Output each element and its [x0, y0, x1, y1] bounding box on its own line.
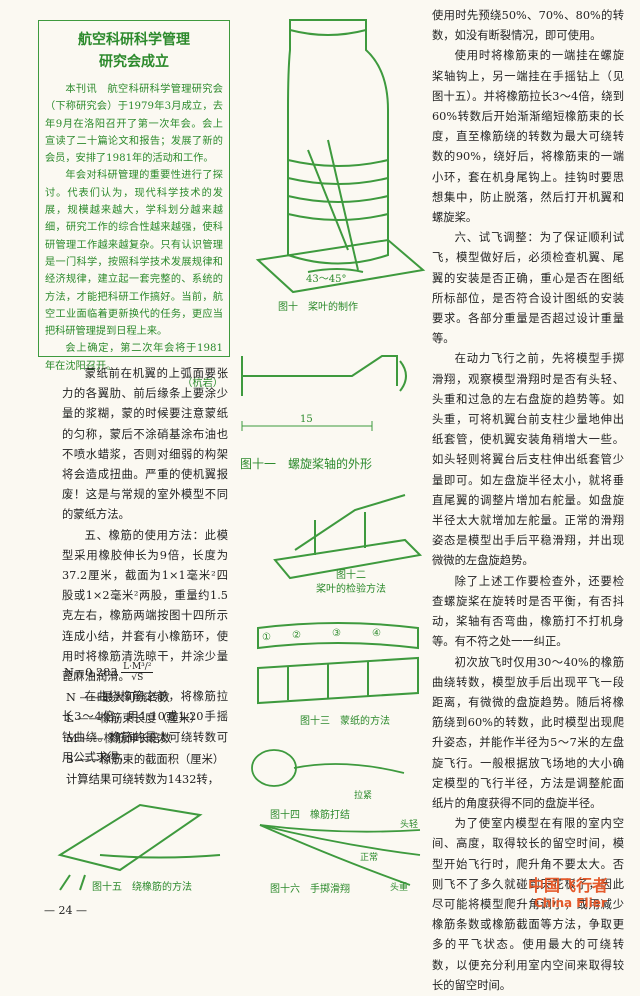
watermark-cn: 中国飞行者	[528, 876, 609, 895]
figure-10-blade-making: 43～45°	[255, 19, 426, 294]
def-n: N ——最大可绕转数	[66, 691, 170, 704]
fig11-dimension-ticks	[241, 421, 373, 431]
fig13-wing-frame	[257, 656, 419, 705]
page-number: — 24 —	[44, 904, 87, 917]
def-m: M ——橡筋伸长倍数	[66, 732, 172, 745]
fig13-label-1: ①	[262, 632, 271, 643]
fig10-rubber-bands	[287, 159, 389, 221]
left-column-text: 蒙纸前在机翼的上弧面要张力的各翼肋、前后缘条上要涂少量的浆糊，蒙的时候要注意蒙纸…	[62, 364, 228, 768]
fig16-caption: 图十六 手掷滑翔	[270, 884, 350, 895]
watermark-logo: 中国飞行者 China Flier	[528, 872, 608, 910]
fig11-caption: 图十一 螺旋桨轴的外形	[240, 457, 373, 471]
fig13-caption: 图十三 蒙纸的方法	[300, 716, 390, 727]
fig12-board	[273, 538, 423, 580]
fig13-label-4: ④	[372, 628, 381, 639]
fig15-wing	[57, 803, 203, 872]
left-paragraph-3: 在曲绕橡筋之前，将橡筋拉长3～4倍，用1:10或1:20手摇钻曲绕。橡筋的最大可…	[62, 690, 228, 764]
right-paragraph-4: 在动力飞行之前，先将模型手掷滑翔，观察模型滑翔时是否有头轻、头重和过急的左右盘旋…	[432, 352, 624, 568]
right-column-text: 使用时先预绕50%、70%、80%的转数，如没有断裂情况，即可使用。 使用时将橡…	[432, 6, 624, 996]
fig10-blade	[307, 139, 359, 271]
news-paragraph-2: 年会对科研管理的重要性进行了探讨。代表们认为，现代科学技术的发展，规模越来越大，…	[45, 170, 223, 338]
right-paragraph-3: 六、试飞调整：为了保证顺利试飞，模型做好后，必须检查机翼、尾翼的安装是否正确，重…	[432, 231, 624, 346]
fig10-bottle-outline	[287, 19, 389, 265]
formula-lhs: N＝0.283	[64, 665, 118, 679]
figure-11-shaft: 15	[241, 355, 407, 431]
fig16-label-nose-heavy: 头重	[390, 881, 408, 893]
fig15-caption: 图十五 绕橡筋的方法	[92, 882, 192, 893]
fig14-caption: 图十四 橡筋打结	[270, 810, 350, 821]
right-paragraph-6: 初次放飞时仅用30～40%的橡筋曲绕转数，模型放手后出现平飞一段距离，有微微的盘…	[432, 655, 624, 810]
left-paragraph-2: 五、橡筋的使用方法：此模型采用橡胶伸长为9倍，长度为37.2厘米，截面为1×1毫…	[62, 528, 228, 684]
figure-14-rubber-knot: 拉紧	[251, 749, 405, 801]
left-paragraph-1: 蒙纸前在机翼的上弧面要张力的各翼肋、前后缘条上要涂少量的浆糊，蒙的时候要注意蒙纸…	[62, 367, 228, 522]
figure-16-hand-glide: 头轻 正常 头重	[259, 818, 421, 893]
formula-definitions: N ——最大可绕转数 L ——橡筋束长度（厘米） M ——橡筋伸长倍数 S ——…	[66, 688, 224, 770]
fig14-loop	[251, 749, 297, 787]
news-sidebar-box: 航空科研科学管理 研究会成立 本刊讯 航空科研科学管理研究会（下称研究会）于19…	[38, 20, 230, 389]
fig13-label-2: ②	[292, 630, 301, 641]
news-title-line1: 航空科研科学管理	[78, 32, 190, 48]
fig13-paper-sheet	[257, 622, 419, 650]
fig10-base-board	[255, 238, 426, 294]
fig10-caption: 图十 桨叶的制作	[278, 302, 358, 313]
formula-numerator: L·M³/²	[121, 662, 154, 673]
fig15-rubber-band	[99, 854, 221, 859]
fig10-angle-arc	[307, 268, 364, 273]
fig12-supports	[314, 512, 366, 555]
formula-fraction: L·M³/² √S	[121, 662, 154, 683]
fig16-path-normal	[259, 824, 421, 856]
fig12-caption-a: 图十二	[336, 570, 366, 581]
fig14-strand	[293, 763, 405, 774]
news-paragraph-3: 会上确定，第二次年会将于1981年在沈阳召开。	[45, 343, 223, 372]
fig16-path-nose-light	[259, 824, 421, 833]
fig10-angle-label: 43～45°	[306, 274, 346, 285]
fig15-hand	[59, 874, 86, 891]
fig14-pull-label: 拉紧	[354, 789, 372, 801]
def-l: L ——橡筋束长度（厘米）	[66, 711, 202, 725]
formula-denominator: √S	[131, 673, 144, 683]
fig13-label-3: ③	[332, 628, 341, 639]
formula-result: 计算结果可绕转数为1432转，	[66, 773, 220, 786]
fig10-bottle-rim	[289, 29, 367, 36]
news-title-line2: 研究会成立	[99, 54, 169, 70]
fig16-label-normal: 正常	[360, 851, 378, 863]
fig13-ribs	[287, 661, 369, 700]
figure-13-covering: ① ② ③ ④	[257, 622, 419, 705]
news-paragraph-1: 本刊讯 航空科研科学管理研究会（下称研究会）于1979年3月成立，去年9月在洛阳…	[45, 84, 223, 165]
fig16-path-nose-heavy	[259, 824, 411, 886]
fig12-caption-b: 桨叶的检验方法	[316, 584, 386, 595]
rubber-turns-formula: N＝0.283 L·M³/² √S	[64, 662, 154, 683]
news-author: （杭岩）	[182, 378, 223, 390]
fig11-hook	[399, 360, 407, 392]
right-paragraph-1: 使用时先预绕50%、70%、80%的转数，如没有断裂情况，即可使用。	[432, 9, 624, 43]
fig11-shaft-line	[241, 355, 398, 396]
fig11-dimension-label: 15	[300, 414, 313, 425]
figure-15-winding	[57, 803, 221, 891]
figure-12-blade-inspection	[273, 494, 423, 580]
def-s: S ——橡筋束的截面积（厘米）	[66, 752, 225, 766]
right-paragraph-2: 使用时将橡筋束的一端挂在螺旋桨轴钩上，另一端挂在手摇钻上（见图十五）。并将橡筋拉…	[432, 49, 624, 225]
fig16-label-nose-light: 头轻	[400, 818, 418, 830]
watermark-en: China Flier	[534, 896, 607, 910]
right-paragraph-5: 除了上述工作要检查外，还要检查螺旋桨在旋转时是否平衡，有否抖动，桨轴有否弯曲，橡…	[432, 574, 624, 649]
